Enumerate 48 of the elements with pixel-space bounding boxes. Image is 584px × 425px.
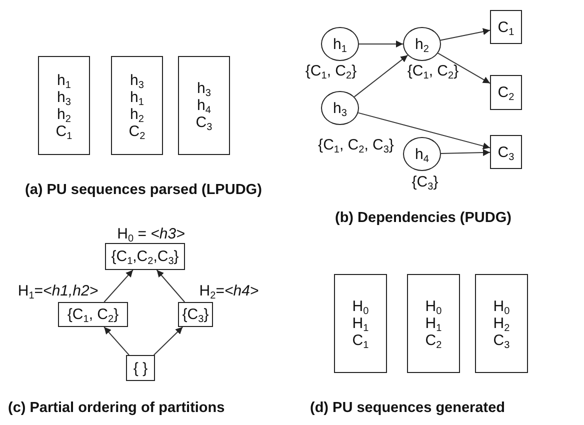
panel-caption: (b) Dependencies (PUDG) xyxy=(335,210,512,226)
arrow xyxy=(358,112,490,150)
node-label: h$_{1}$ xyxy=(333,36,347,52)
set-box xyxy=(490,10,522,44)
set-annotation: {C$_{1}$, C$_{2}$, C$_{3}$} xyxy=(318,136,394,154)
sequence-box xyxy=(407,274,460,373)
sequence-text: h$_{3}$ h$_{4}$ C$_{3}$ xyxy=(196,80,212,131)
arrow xyxy=(438,52,490,84)
panel-caption: (d) PU sequences generated xyxy=(310,400,505,416)
set-annotation: {C$_{3}$} xyxy=(412,174,438,190)
arrow xyxy=(104,326,130,356)
arrow xyxy=(156,270,186,302)
set-annotation: H$_{0}$ = <h3> xyxy=(117,226,185,242)
set-label: { } xyxy=(133,360,148,376)
set-label: C$_{1}$ xyxy=(498,18,514,36)
set-label: C$_{3}$ xyxy=(498,144,514,160)
set-annotation: {C$_{1}$, C$_{2}$} xyxy=(407,62,459,80)
sequence-text: h$_{1}$ h$_{3}$ h$_{2}$ C$_{1}$ xyxy=(56,72,72,140)
sequence-box xyxy=(38,56,90,155)
sequence-text: H$_{0}$ H$_{1}$ C$_{2}$ xyxy=(425,298,442,349)
set-annotation: {C$_{1}$, C$_{2}$} xyxy=(305,62,357,80)
arrow xyxy=(440,28,490,41)
sequence-box xyxy=(334,274,387,373)
set-annotation: H$_{1}$=<h1,h2> xyxy=(18,282,98,300)
set-box xyxy=(126,355,155,381)
arrow xyxy=(354,54,408,98)
sequence-text: H$_{0}$ H$_{1}$ C$_{1}$ xyxy=(352,298,369,349)
sequence-box xyxy=(178,56,230,155)
set-annotation: H$_{2}$=<h4> xyxy=(199,282,259,300)
arrow xyxy=(358,40,404,48)
node-label: h$_{4}$ xyxy=(415,146,429,162)
sequence-box xyxy=(475,274,528,373)
arrow xyxy=(104,270,134,302)
panel-caption: (c) Partial ordering of partitions xyxy=(8,400,225,416)
set-label: {C$_{3}$} xyxy=(182,306,209,323)
sequence-text: h$_{3}$ h$_{1}$ h$_{2}$ C$_{2}$ xyxy=(128,72,146,140)
arrow xyxy=(440,149,490,156)
arrow xyxy=(153,326,184,356)
sequence-box xyxy=(111,56,163,155)
set-label: C$_{2}$ xyxy=(498,84,514,101)
set-box xyxy=(490,75,522,110)
sequence-text: H$_{0}$ H$_{2}$ C$_{3}$ xyxy=(493,298,510,349)
set-label: {C$_{1}$, C$_{2}$} xyxy=(67,306,119,323)
set-label: {C$_{1}$,C$_{2}$,C$_{3}$} xyxy=(111,248,179,265)
panel-caption: (a) PU sequences parsed (LPUDG) xyxy=(25,182,262,198)
node-label: h$_{3}$ xyxy=(333,100,347,116)
set-box xyxy=(490,135,522,169)
node-label: h$_{2}$ xyxy=(415,36,429,52)
